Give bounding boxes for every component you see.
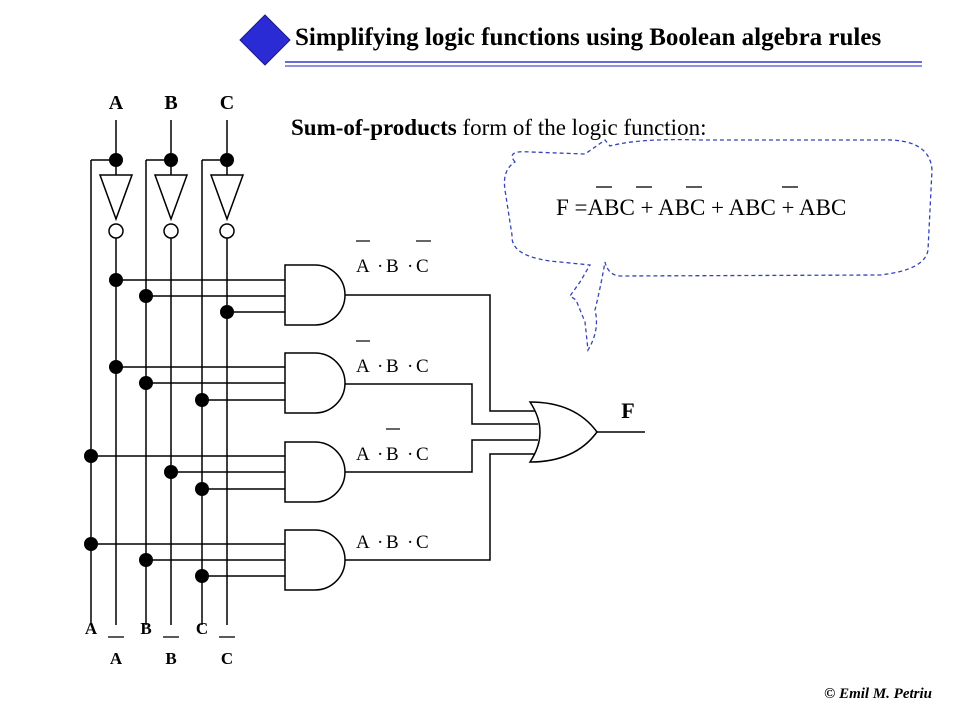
term-1-dot2: ·: [407, 256, 413, 277]
rail-label-a: A: [85, 619, 98, 638]
rail-label-a-not: A: [110, 649, 123, 668]
term-4-dot2: ·: [407, 532, 413, 553]
subtitle-bold: Sum-of-products: [291, 115, 457, 140]
junction-dot: [220, 153, 234, 167]
callout-formula: F =ABC + ABC + ABC + ABC: [556, 195, 846, 220]
subtitle-rest: form of the logic function:: [456, 115, 707, 140]
junction-dot: [139, 376, 153, 390]
junction-dot: [109, 153, 123, 167]
junction-dot: [195, 482, 209, 496]
junction-dot: [164, 153, 178, 167]
term-4-dot1: ·: [377, 532, 383, 553]
wires: [90, 120, 645, 625]
junction-dot: [139, 553, 153, 567]
junction-dot: [109, 273, 123, 287]
term-3-dot1: ·: [377, 444, 383, 465]
junction-dot: [109, 360, 123, 374]
junction-dot: [220, 305, 234, 319]
rail-label-b: B: [140, 619, 151, 638]
output-label-f: F: [621, 398, 634, 423]
junction-dot: [84, 449, 98, 463]
and-gate-4: [284, 529, 346, 591]
term-3-dot2: ·: [407, 444, 413, 465]
inverter-b: [153, 174, 189, 222]
term-overbars: [356, 240, 431, 430]
page-title: Simplifying logic functions using Boolea…: [295, 24, 882, 51]
callout-bubble: [503, 138, 933, 352]
input-label-c-top: C: [220, 92, 234, 114]
and-gate-1: [284, 264, 346, 326]
term-1-a: A: [356, 256, 370, 277]
term-2-a: A: [356, 356, 370, 377]
junction-dot: [195, 569, 209, 583]
term-2-c: C: [416, 356, 429, 377]
junction-dot: [195, 393, 209, 407]
copyright: © Emil M. Petriu: [824, 686, 932, 702]
term-4-a: A: [356, 532, 370, 553]
or-gate: [528, 401, 598, 463]
term-1-b: B: [386, 256, 399, 277]
subtitle: Sum-of-products form of the logic functi…: [291, 115, 706, 141]
and-gate-2: [284, 352, 346, 414]
junction-dot: [84, 537, 98, 551]
rail-label-c: C: [196, 619, 208, 638]
term-4-c: C: [416, 532, 429, 553]
term-1-dot1: ·: [377, 256, 383, 277]
input-label-b-top: B: [164, 92, 177, 114]
inverter-a: [98, 174, 134, 222]
diamond-icon: [239, 14, 291, 66]
rail-label-c-not: C: [221, 649, 233, 668]
term-2-b: B: [386, 356, 399, 377]
and-gate-3: [284, 441, 346, 503]
inverter-bubble-b: [163, 223, 179, 239]
junction-dot: [164, 465, 178, 479]
term-2-dot2: ·: [407, 356, 413, 377]
term-3-b: B: [386, 444, 399, 465]
inverter-c: [209, 174, 245, 222]
junction-dot: [139, 289, 153, 303]
term-4-b: B: [386, 532, 399, 553]
term-3-c: C: [416, 444, 429, 465]
rail-label-b-not: B: [165, 649, 176, 668]
inverter-bubble-c: [219, 223, 235, 239]
term-3-a: A: [356, 444, 370, 465]
term-2-dot1: ·: [377, 356, 383, 377]
term-1-c: C: [416, 256, 429, 277]
inverter-bubble-a: [108, 223, 124, 239]
input-label-a-top: A: [109, 92, 124, 114]
